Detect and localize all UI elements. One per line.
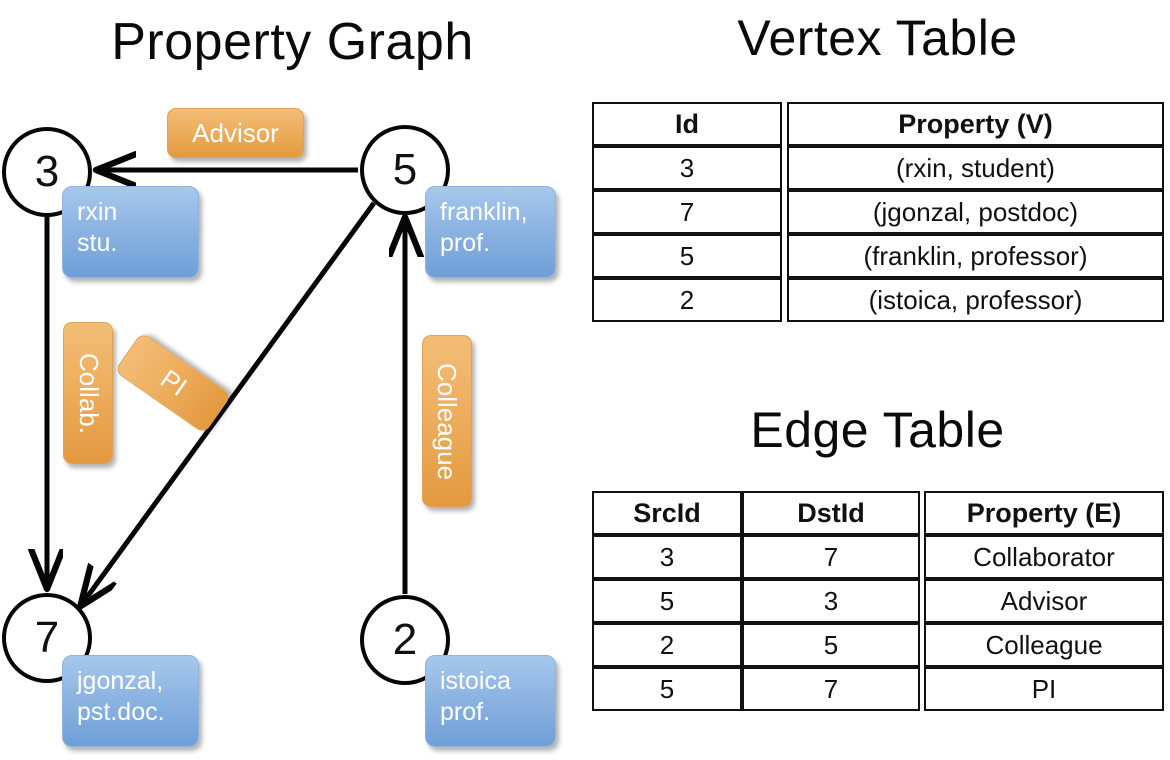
edge-label-advisor[interactable]: Advisor (167, 108, 304, 158)
node-property-line: prof. (440, 229, 491, 257)
table-row[interactable]: 2 (istoica, professor) (592, 278, 1164, 322)
table-header-row: Id Property (V) (592, 102, 1164, 146)
node-property-line: jgonzal, (77, 667, 164, 695)
table-row[interactable]: 5 3 Advisor (592, 579, 1164, 623)
vertex-col-header-id: Id (592, 102, 782, 146)
vertex-cell-property: (rxin, student) (787, 146, 1164, 190)
node-property-line: prof. (440, 698, 491, 726)
edge-cell-srcid: 5 (592, 579, 742, 623)
edge-cell-property: Colleague (924, 623, 1164, 667)
edge-arrow-5-to-7 (82, 201, 377, 604)
edge-label-text: Collab. (73, 352, 104, 434)
graph-edge-arrows (0, 0, 585, 760)
edge-cell-dstid: 7 (742, 535, 920, 579)
edge-label-collab[interactable]: Collab. (63, 322, 113, 464)
vertex-col-header-property: Property (V) (787, 102, 1164, 146)
vertex-cell-id: 7 (592, 190, 782, 234)
edge-cell-srcid: 2 (592, 623, 742, 667)
node-property-box-franklin[interactable]: franklin, prof. (425, 186, 556, 278)
table-row[interactable]: 3 (rxin, student) (592, 146, 1164, 190)
node-property-line: pst.doc. (77, 698, 165, 726)
edge-cell-property: Advisor (924, 579, 1164, 623)
vertex-cell-property: (jgonzal, postdoc) (787, 190, 1164, 234)
page-title-property-graph: Property Graph (111, 13, 474, 71)
edge-col-header-property: Property (E) (924, 491, 1164, 535)
vertex-cell-property: (istoica, professor) (787, 278, 1164, 322)
graph-node-5[interactable]: 5 (360, 125, 450, 215)
node-property-box-istoica[interactable]: istoica prof. (425, 655, 556, 747)
node-property-line: stu. (77, 229, 118, 257)
edge-col-header-dstid: DstId (742, 491, 920, 535)
page-title-vertex-table: Vertex Table (737, 10, 1018, 66)
edge-label-text: Colleague (432, 362, 463, 480)
graph-node-2[interactable]: 2 (360, 595, 450, 685)
table-row[interactable]: 2 5 Colleague (592, 623, 1164, 667)
node-property-line: istoica (440, 667, 511, 695)
edge-cell-property: Collaborator (924, 535, 1164, 579)
edge-label-text: Advisor (192, 117, 279, 148)
edge-table: SrcId DstId Property (E) 3 7 Collaborato… (592, 491, 1164, 711)
property-graph-diagram: 3 5 7 2 rxin stu. franklin, prof. jgonza… (0, 0, 585, 760)
edge-label-text: PI (154, 363, 192, 402)
edge-cell-dstid: 7 (742, 667, 920, 711)
table-row[interactable]: 5 (franklin, professor) (592, 234, 1164, 278)
node-property-box-rxin[interactable]: rxin stu. (62, 186, 199, 278)
edge-label-colleague[interactable]: Colleague (422, 335, 472, 507)
vertex-cell-property: (franklin, professor) (787, 234, 1164, 278)
edge-cell-srcid: 3 (592, 535, 742, 579)
edge-cell-srcid: 5 (592, 667, 742, 711)
page-title-edge-table: Edge Table (750, 402, 1005, 458)
node-property-box-jgonzal[interactable]: jgonzal, pst.doc. (62, 655, 199, 747)
node-property-line: rxin (77, 198, 118, 226)
edge-col-header-srcid: SrcId (592, 491, 742, 535)
vertex-table: Id Property (V) 3 (rxin, student) 7 (jgo… (592, 102, 1164, 322)
node-property-line: franklin, (440, 198, 528, 226)
edge-cell-dstid: 3 (742, 579, 920, 623)
vertex-cell-id: 5 (592, 234, 782, 278)
table-row[interactable]: 7 (jgonzal, postdoc) (592, 190, 1164, 234)
table-row[interactable]: 5 7 PI (592, 667, 1164, 711)
edge-cell-dstid: 5 (742, 623, 920, 667)
vertex-cell-id: 2 (592, 278, 782, 322)
table-header-row: SrcId DstId Property (E) (592, 491, 1164, 535)
edge-cell-property: PI (924, 667, 1164, 711)
table-row[interactable]: 3 7 Collaborator (592, 535, 1164, 579)
vertex-cell-id: 3 (592, 146, 782, 190)
